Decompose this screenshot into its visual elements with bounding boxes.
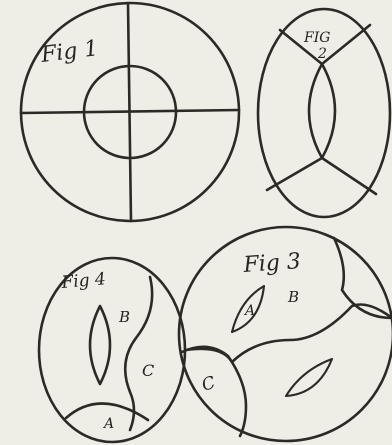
fig1: Fig 1 (21, 3, 239, 221)
fig2-lens (309, 64, 335, 158)
fig2-label-line1: FIG (303, 30, 330, 46)
fig3-s-curve (186, 305, 392, 363)
fig2-lower-y (267, 158, 376, 194)
fig3: Fig 3 A B C (179, 227, 392, 441)
fig3-label: Fig 3 (242, 249, 302, 278)
fig3-region-a: A (243, 303, 255, 319)
fig4: Fig 4 B C A (39, 258, 185, 442)
fig4-lens (90, 306, 110, 384)
fig3-upper-right-lobe (334, 238, 392, 318)
fig1-horizontal-line (21, 110, 239, 113)
fig3-region-c: C (199, 373, 218, 396)
fig4-region-a: A (102, 416, 114, 432)
fig3-lower-lens (286, 359, 332, 396)
fig4-region-b: B (118, 308, 130, 326)
fig2: FIG 2 (258, 9, 390, 217)
fig4-region-c: C (142, 361, 154, 380)
fig4-label: Fig 4 (60, 269, 107, 293)
fig3-region-b: B (287, 288, 299, 306)
fig2-label-line2: 2 (317, 46, 327, 62)
fig4-divider-curve (125, 277, 152, 430)
